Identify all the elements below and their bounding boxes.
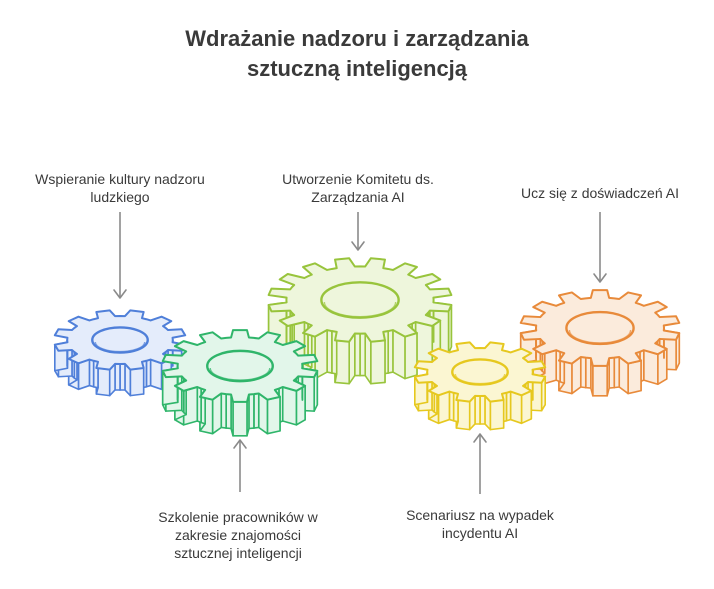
gear-orange-side (643, 349, 659, 386)
arrow-training (233, 439, 247, 492)
gear-yellow (413, 341, 547, 431)
gear-lime-hub-inner (323, 301, 397, 318)
gear-orange-hub-inner (568, 329, 632, 344)
gear-lime-side (392, 329, 406, 380)
gear-green-hub-inner (209, 367, 271, 381)
gear-lime-hub (320, 281, 400, 319)
gear-orange-side (627, 359, 642, 395)
label-committee: Utworzenie Komitetu ds. Zarządzania AI (258, 170, 458, 206)
gear-blue-side (77, 358, 91, 391)
gear-orange-hub (565, 310, 635, 346)
label-training-line-3: sztucznej inteligencji (174, 545, 302, 561)
gear-green-side (232, 401, 248, 437)
label-incident-line-2: incydentu AI (441, 525, 519, 541)
title-line-1: Wdrażanie nadzoru i zarządzania (185, 26, 529, 51)
label-learn-line-1: Ucz się z doświadczeń AI (521, 185, 679, 201)
label-training: Szkolenie pracowników w zakresie znajomo… (138, 508, 338, 562)
gear-yellow-hub-inner (454, 373, 506, 385)
label-committee-line-2: Zarządzania AI (311, 189, 405, 205)
label-incident-line-1: Scenariusz na wypadek (406, 507, 554, 523)
label-committee-line-1: Utworzenie Komitetu ds. (282, 171, 434, 187)
gear-orange (519, 289, 681, 397)
gear-lime-side (404, 332, 418, 380)
diagram-title: Wdrażanie nadzoru i zarządzania sztuczną… (0, 24, 714, 84)
gear-green-side (281, 386, 298, 426)
arrow-learn (593, 212, 607, 283)
label-human-oversight-line-1: Wspieranie kultury nadzoru (35, 171, 205, 187)
gear-green-side (295, 385, 306, 426)
label-incident: Scenariusz na wypadek incydentu AI (380, 506, 580, 542)
gear-yellow-side (489, 399, 505, 431)
label-training-line-1: Szkolenie pracowników w (158, 509, 318, 525)
label-human-oversight-line-2: ludzkiego (90, 189, 150, 205)
label-human-oversight: Wspieranie kultury nadzoru ludzkiego (20, 170, 220, 206)
label-learn: Ucz się z doświadczeń AI (500, 184, 700, 202)
gear-green-hub (206, 349, 274, 383)
label-training-line-2: zakresie znajomości (174, 527, 302, 543)
gear-yellow-side (509, 390, 523, 425)
gear-orange-side (592, 365, 608, 397)
arrows-layer (113, 212, 607, 494)
gear-yellow-side (437, 390, 451, 425)
gear-green-side (266, 396, 281, 435)
gear-lime-side (370, 339, 386, 385)
title-line-2: sztuczną inteligencją (246, 56, 468, 81)
arrow-incident (473, 433, 487, 494)
arrow-committee (351, 212, 365, 251)
gear-yellow-hub (451, 358, 509, 386)
gears-layer (53, 257, 681, 437)
gear-blue-hub (91, 326, 149, 354)
arrow-human-oversight (113, 212, 127, 299)
gear-blue-hub-inner (94, 341, 146, 353)
gear-blue-side (129, 367, 145, 397)
gear-green (161, 329, 319, 437)
gear-blue-side (149, 358, 163, 391)
